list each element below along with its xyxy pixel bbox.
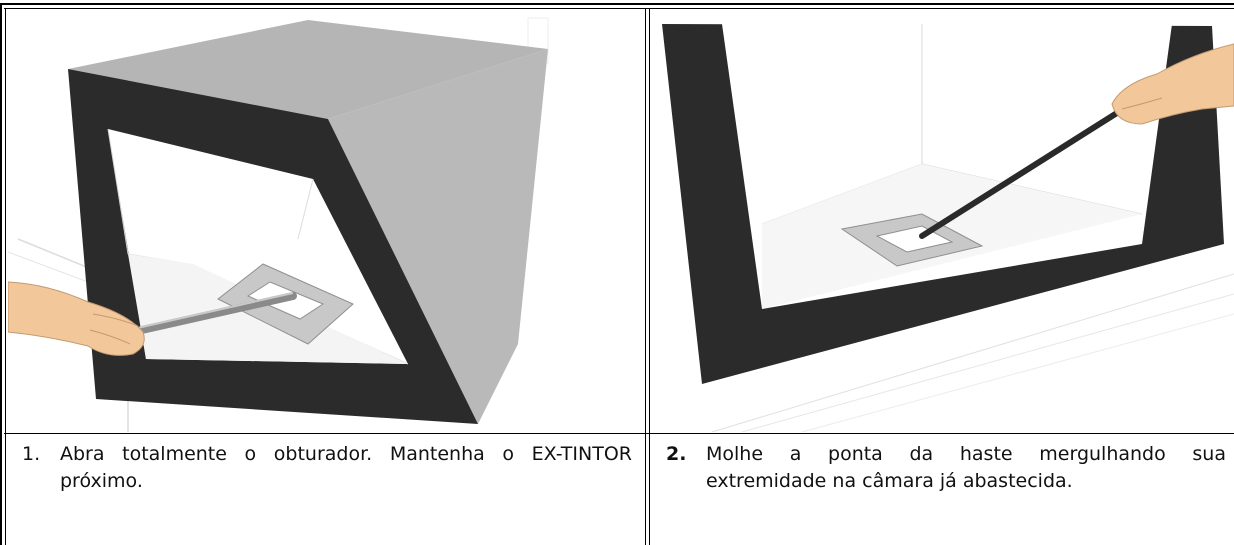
table-left-border-inner (5, 8, 6, 545)
table-left-border (0, 3, 2, 545)
fireplace-open-shutter-icon (8, 17, 549, 432)
table-top-border-inner (4, 8, 1234, 9)
step-2-text: Molhe a ponta da haste mergulhando sua e… (706, 443, 1226, 492)
step-1-caption: 1. Abra totalmente o obturador. Mantenha… (22, 441, 632, 531)
step-1-number: 1. (22, 443, 41, 465)
fireplace-dip-rod-icon (662, 24, 1234, 432)
row-divider (4, 433, 1234, 434)
step-2-caption: 2. Molhe a ponta da haste mergulhando su… (666, 441, 1226, 531)
step-1-illustration (8, 14, 643, 432)
step-2-illustration (652, 14, 1234, 432)
table-top-border (0, 3, 1234, 5)
column-divider-left (645, 8, 646, 545)
step-2-number: 2. (666, 443, 687, 465)
step-1-text: Abra totalmente o obturador. Mantenha o … (60, 443, 632, 492)
column-divider-right (649, 8, 650, 545)
